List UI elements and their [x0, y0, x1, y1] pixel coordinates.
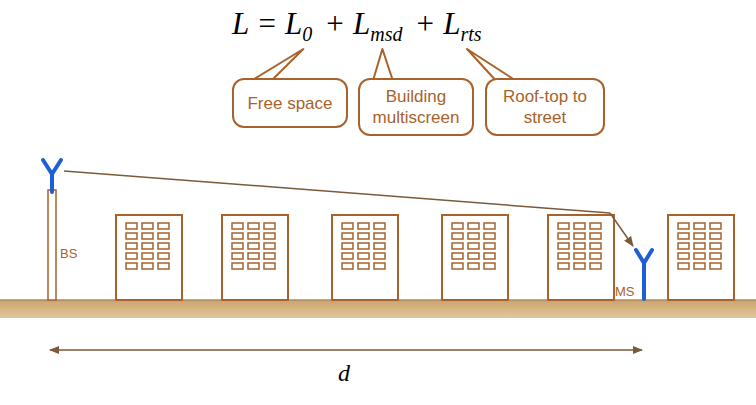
ms-antenna [636, 250, 652, 299]
ground [0, 300, 756, 318]
bs-mast [48, 190, 56, 300]
formula-subscript: msd [370, 23, 402, 45]
callout-box: Free space [232, 78, 348, 128]
formula-term: + L [324, 6, 370, 41]
building [332, 215, 398, 300]
callout-text: Free space [247, 93, 332, 114]
diffraction-ray [610, 213, 633, 246]
callout-box: Roof-top to street [485, 78, 605, 136]
formula-term: + L [415, 6, 461, 41]
buildings [116, 215, 734, 300]
formula-subscript: 0 [302, 23, 312, 45]
station-label: BS [60, 246, 77, 261]
building [442, 215, 508, 300]
building [548, 215, 614, 300]
station-label: MS [615, 284, 635, 299]
loss-formula: L = L0+ Lmsd+ Lrts [232, 6, 494, 46]
distance-arrow [50, 349, 642, 351]
distance-label: d [336, 360, 352, 386]
building [668, 215, 734, 300]
callout-text: Roof-top to street [495, 86, 595, 128]
propagation-ray [64, 171, 610, 213]
building [222, 215, 288, 300]
callout-box: Building multiscreen [358, 78, 474, 136]
building [116, 215, 182, 300]
formula-subscript: rts [460, 23, 481, 45]
formula-term: L = L [232, 6, 302, 41]
bs-antenna [43, 160, 61, 192]
callout-text: Building multiscreen [368, 86, 464, 128]
